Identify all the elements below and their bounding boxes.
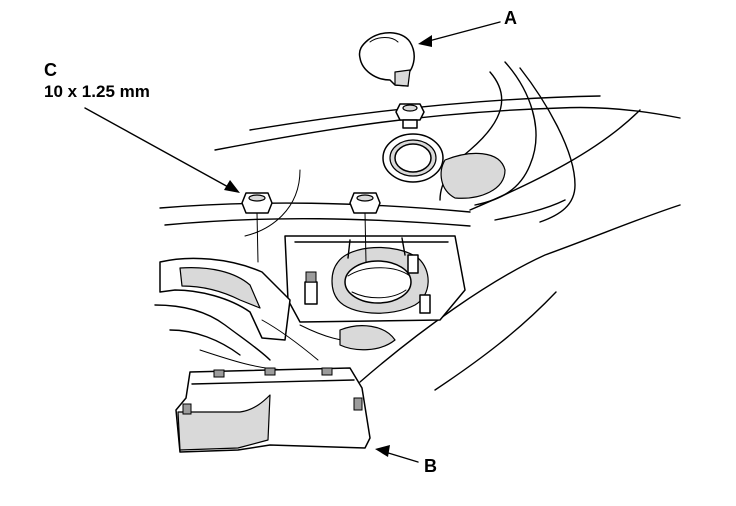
bolt-c-second: [349, 192, 381, 263]
headlight-cap: [358, 32, 415, 87]
strut-tower: [439, 61, 576, 223]
callout-b-label: B: [424, 456, 437, 476]
bumper-cover-piece: [175, 367, 371, 453]
access-hole: [382, 133, 444, 183]
callout-c-spec: 10 x 1.25 mm: [44, 82, 150, 101]
callout-a-label: A: [504, 8, 517, 28]
body-panel-lines: [159, 95, 681, 237]
radiator-support: [154, 257, 396, 371]
leader-lines: [84, 21, 501, 463]
bolt-c: [241, 192, 273, 263]
headlight-housing: [284, 235, 466, 323]
callout-c-label: C: [44, 60, 57, 80]
bolt-center: [395, 103, 425, 129]
